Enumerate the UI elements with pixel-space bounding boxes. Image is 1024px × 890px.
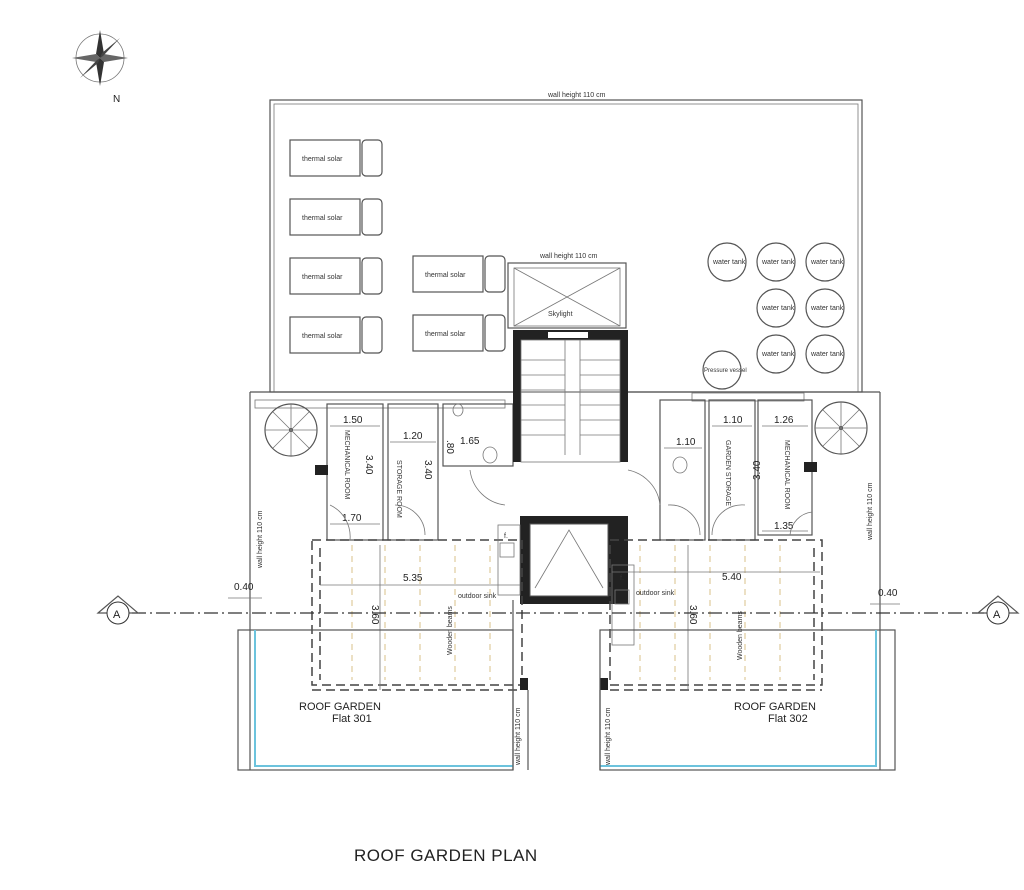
wall-height-skylight: wall height 110 cm	[539, 253, 598, 260]
solar-panel: thermal solar	[412, 314, 506, 352]
water-tank: water tank	[805, 242, 845, 282]
svg-text:thermal solar: thermal solar	[302, 215, 343, 222]
pergola-right-width: 5.40	[722, 572, 742, 583]
mechanical-room-right-label: MECHANICAL ROOM	[783, 440, 790, 510]
pergola-left: 5.35 3.60 Wooden beams f. outdoor sink	[311, 524, 528, 691]
water-tank: water tank	[707, 242, 747, 282]
svg-text:Pressure vessel: Pressure vessel	[704, 368, 747, 374]
outdoor-sink-right-label: outdoor sink	[636, 590, 675, 597]
svg-text:water tank: water tank	[712, 259, 746, 266]
north-label: N	[113, 94, 120, 105]
pergola-right: 5.40 3.60 Wooden beams f. outdoor sink	[600, 539, 823, 691]
right-mech-depth: 3.40	[752, 460, 763, 480]
left-storage-width: 1.20	[403, 431, 423, 442]
garden-301-flat: Flat 301	[332, 713, 372, 725]
right-mech-bottom: 1.35	[774, 521, 794, 532]
solar-panel: thermal solar	[412, 255, 506, 293]
svg-text:thermal solar: thermal solar	[302, 333, 343, 340]
right-mech-width: 1.26	[774, 415, 794, 426]
water-tanks: water tank water tank water tank water t…	[702, 242, 845, 390]
skylight: wall height 110 cm Skylight	[507, 253, 627, 329]
mechanical-room-left-label: MECHANICAL ROOM	[343, 430, 350, 500]
svg-text:water tank: water tank	[810, 259, 844, 266]
pergola-right-depth: 3.60	[687, 605, 698, 625]
left-wc-width: 1.65	[460, 436, 480, 447]
pergola-left-width: 5.35	[403, 573, 423, 584]
left-mech-bottom: 1.70	[342, 513, 362, 524]
spiral-staircase-left-icon	[264, 403, 318, 457]
solar-panel: thermal solar	[289, 198, 383, 236]
section-marker-right: A	[993, 609, 1001, 621]
svg-text:water tank: water tank	[761, 305, 795, 312]
garden-302-name: ROOF GARDEN	[734, 701, 816, 713]
svg-text:water tank: water tank	[810, 305, 844, 312]
solar-panels: thermal solar thermal solar thermal sola…	[289, 139, 506, 354]
solar-panel: thermal solar	[289, 316, 383, 354]
upper-roof-outline	[269, 99, 863, 393]
compass-rose-icon: N	[72, 30, 128, 105]
water-tank: water tank	[805, 288, 845, 328]
garden-301-name: ROOF GARDEN	[299, 701, 381, 713]
right-wc-width: 1.10	[676, 437, 696, 448]
left-wc-small: .80	[444, 440, 455, 454]
garden-storage-label: GARDEN STORAGE	[724, 440, 731, 506]
left-rooms: 1.50 1.20 1.70 1.65 .80 3.40 3.40 MECHAN…	[315, 403, 514, 541]
svg-text:thermal solar: thermal solar	[302, 156, 343, 163]
wall-height-top: wall height 110 cm	[547, 92, 606, 99]
wall-height-mid-right: wall height 110 cm	[605, 707, 612, 766]
left-mech-depth: 3.40	[363, 455, 374, 475]
wall-height-right: wall height 110 cm	[867, 482, 874, 541]
wall-height-mid-left: wall height 110 cm	[515, 707, 522, 766]
pressure-vessel: Pressure vessel	[702, 350, 747, 390]
plan-title: ROOF GARDEN PLAN	[354, 846, 538, 865]
water-tank: water tank	[756, 334, 796, 374]
section-line-a: A A 0.40 0.40	[96, 582, 1020, 625]
left-mech-width: 1.50	[343, 415, 363, 426]
svg-text:thermal solar: thermal solar	[425, 331, 466, 338]
pergola-left-depth: 3.60	[369, 605, 380, 625]
water-tank: water tank	[756, 288, 796, 328]
svg-text:water tank: water tank	[761, 351, 795, 358]
right-rooms: 1.10 1.26 1.10 1.35 3.40 GARDEN STORAGE …	[627, 399, 817, 541]
stair-core	[513, 330, 628, 463]
fridge-right-label: f.	[620, 575, 624, 582]
solar-panel: thermal solar	[289, 257, 383, 295]
water-tank: water tank	[805, 334, 845, 374]
storage-room-left-label: STORAGE ROOM	[395, 460, 402, 518]
wooden-beams-right-label: Wooden beams	[737, 611, 744, 660]
fridge-left-label: f.	[504, 533, 508, 540]
outdoor-sink-left-label: outdoor sink	[458, 593, 497, 600]
left-storage-depth: 3.40	[422, 460, 433, 480]
svg-text:water tank: water tank	[761, 259, 795, 266]
svg-text:thermal solar: thermal solar	[302, 274, 343, 281]
spiral-staircase-right-icon	[814, 401, 868, 455]
right-storage-width: 1.10	[723, 415, 743, 426]
svg-text:water tank: water tank	[810, 351, 844, 358]
water-tank: water tank	[756, 242, 796, 282]
offset-right: 0.40	[878, 588, 898, 599]
solar-panel: thermal solar	[289, 139, 383, 177]
svg-text:Skylight: Skylight	[548, 311, 573, 318]
wall-height-left: wall height 110 cm	[257, 510, 264, 569]
svg-text:thermal solar: thermal solar	[425, 272, 466, 279]
garden-302-flat: Flat 302	[768, 713, 808, 725]
section-marker-left: A	[113, 609, 121, 621]
offset-left: 0.40	[234, 582, 254, 593]
